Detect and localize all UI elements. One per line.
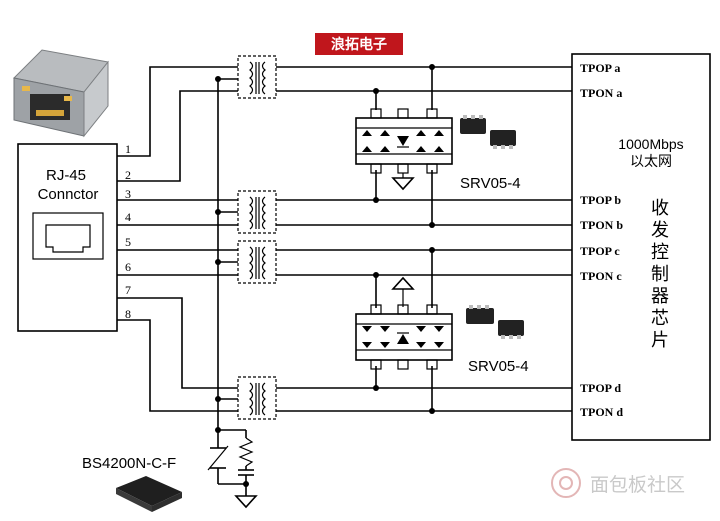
pin-label: 2 (125, 168, 131, 182)
chip-speed: 1000Mbps (618, 136, 683, 152)
ground-icon (391, 276, 415, 290)
connector-name-line2: Connctor (38, 186, 99, 203)
tvs-label-lower: SRV05-4 (468, 358, 529, 375)
tvs-array-lower (355, 276, 453, 370)
chip-vertical-char: 器 (651, 286, 669, 306)
signal-label: TPON b (580, 218, 623, 232)
chip-type: 以太网 (630, 153, 672, 169)
signal-label: TPON a (580, 86, 622, 100)
transformer-c (237, 240, 277, 284)
chip-vertical-char: 制 (651, 264, 669, 284)
connector-name-line1: RJ-45 (46, 167, 86, 184)
rj45-connector-box (17, 143, 118, 332)
junction-dots (215, 64, 435, 487)
pin-labels: 1 2 3 4 5 6 7 8 (125, 142, 131, 321)
transformer-a (237, 55, 277, 99)
pin-label: 4 (125, 210, 131, 224)
tvs-package-image-upper (460, 115, 516, 149)
transformer-b (237, 190, 277, 234)
pin-label: 8 (125, 307, 131, 321)
port-icon (32, 212, 104, 260)
signal-label: TPON c (580, 269, 622, 283)
wiring-connector-side (117, 66, 238, 430)
ground-icon (391, 177, 415, 191)
pin-label: 3 (125, 187, 131, 201)
signal-label: TPOP d (580, 381, 621, 395)
signal-labels: TPOP a TPON a TPOP b TPON b TPOP c TPON … (580, 61, 623, 419)
gdt-package-image (116, 476, 182, 512)
ground-icon (234, 495, 258, 509)
pin-label: 7 (125, 283, 131, 297)
brand-label-bg (315, 33, 403, 55)
gdt-label: BS4200N-C-F (82, 455, 176, 472)
rj45-jack-image (12, 49, 109, 138)
pin-label: 1 (125, 142, 131, 156)
watermark-text: 面包板社区 (590, 474, 685, 496)
chip-vertical-char: 收 (651, 198, 669, 218)
chip-vertical-char: 片 (651, 330, 669, 350)
transformers (237, 55, 277, 420)
chip-vertical-char: 芯 (651, 308, 669, 328)
chip-vertical-char: 控 (651, 242, 669, 262)
watermark-logo (551, 468, 581, 498)
signal-label: TPON d (580, 405, 623, 419)
signal-label: TPOP a (580, 61, 620, 75)
signal-label: TPOP b (580, 193, 621, 207)
tvs-label-upper: SRV05-4 (460, 175, 521, 192)
chip-vertical-label: 收 发 控 制 器 芯 片 (651, 198, 669, 350)
chip-vertical-char: 发 (651, 220, 669, 240)
signal-label: TPOP c (580, 244, 620, 258)
pin-label: 5 (125, 235, 131, 249)
ethernet-chip-box (571, 53, 711, 441)
tvs-package-image-lower (466, 305, 524, 339)
tvs-array-upper (355, 108, 453, 191)
brand-label: 浪拓电子 (331, 36, 387, 53)
transformer-d (237, 376, 277, 420)
pin-label: 6 (125, 260, 131, 274)
wiring-chip-side (276, 66, 572, 412)
gdt-circuit (207, 429, 254, 496)
